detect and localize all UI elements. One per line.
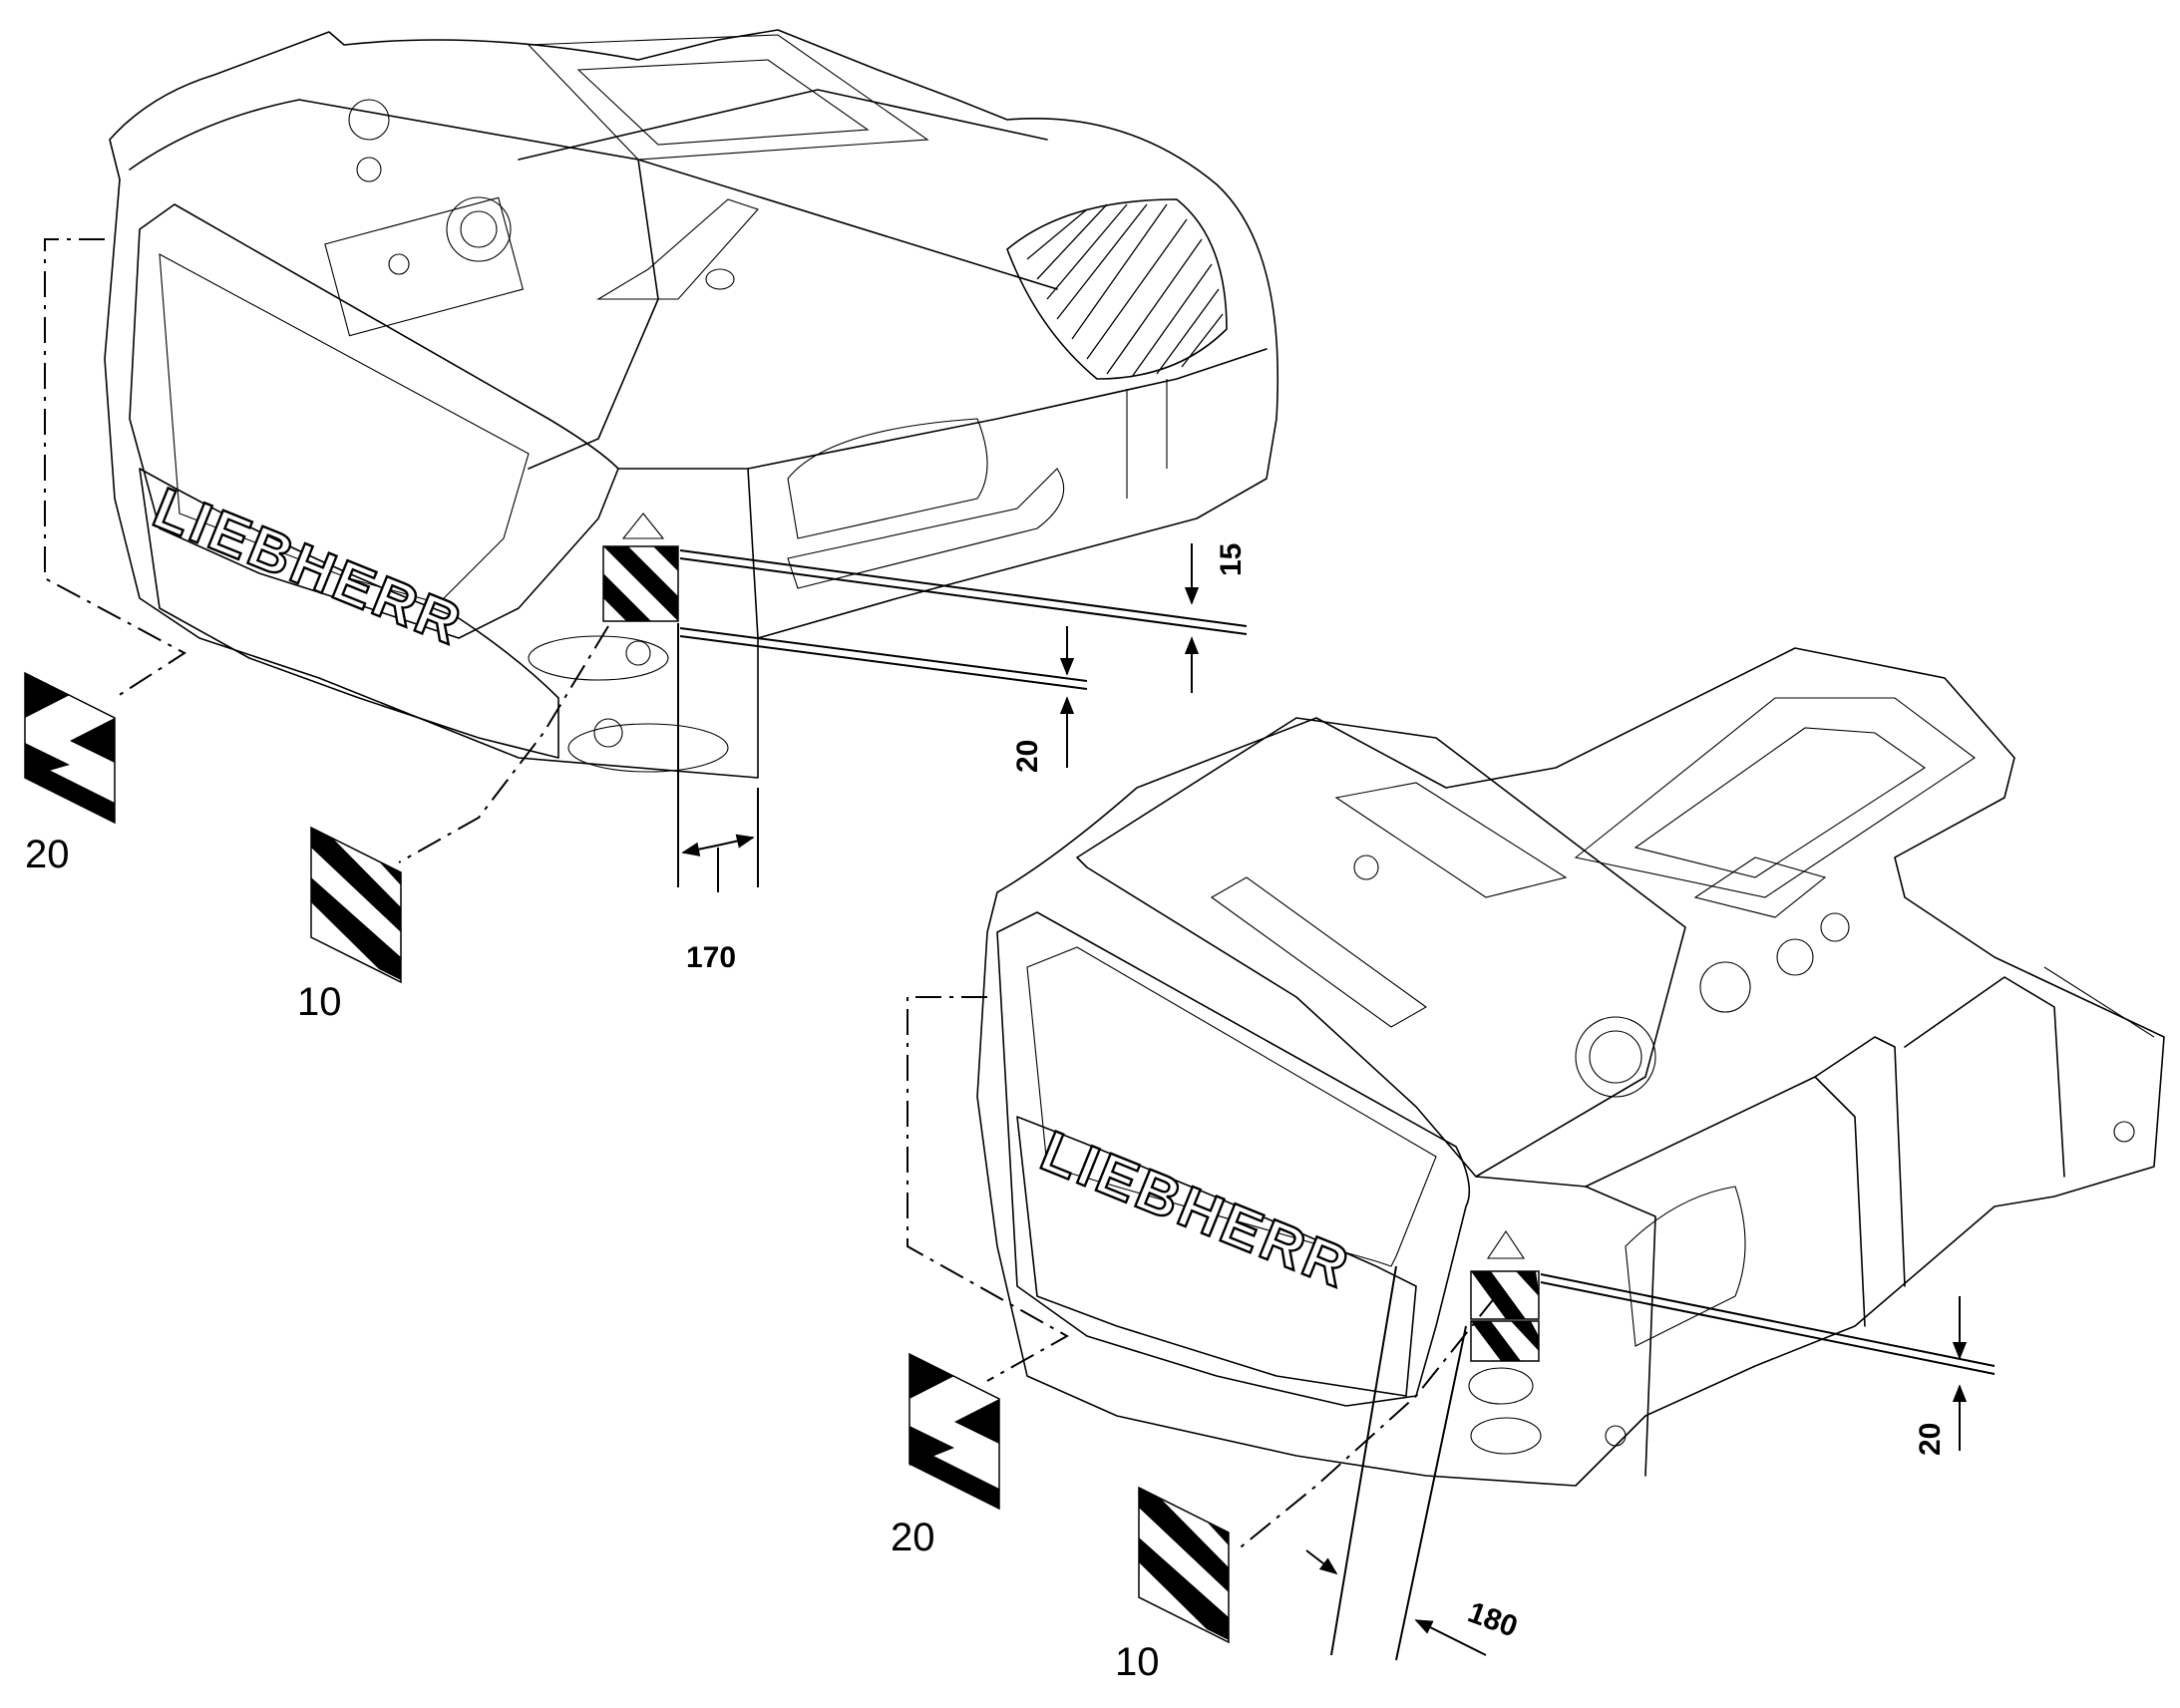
machine-2-mounted-diagonal-plates <box>1470 1270 1540 1362</box>
machine-2-leaders <box>907 996 1497 1551</box>
machine-1-dim-20: 20 <box>1011 740 1044 773</box>
machine-1-diagonal-plate <box>310 826 402 984</box>
machine-1-dimensions: 15 20 170 <box>677 543 1248 974</box>
machine-1-dim-15: 15 <box>1215 543 1248 576</box>
machine-2-chevron-plate <box>908 1352 1000 1511</box>
machine-1-mounted-diagonal-plate <box>602 545 679 622</box>
machine-2-brand-label: LIEBHERR <box>1032 1119 1360 1301</box>
machine-1-counterweight: LIEBHERR <box>104 29 1279 779</box>
machine-2-callout-20: 20 <box>891 1516 935 1559</box>
machine-2-dim-20: 20 <box>1914 1423 1947 1456</box>
machine-1-callout-10: 10 <box>297 980 342 1024</box>
machine-2-callout-10: 10 <box>1115 1640 1160 1684</box>
machine-1-callout-20: 20 <box>25 833 70 876</box>
machine-2-counterweight: LIEBHERR <box>976 647 2165 1487</box>
machine-1-leaders <box>44 238 609 863</box>
machine-2-diagonal-plate <box>1138 1486 1230 1644</box>
machine-1-dim-170: 170 <box>686 941 736 974</box>
machine-1-brand-label: LIEBHERR <box>145 476 473 658</box>
machine-2-dim-180: 180 <box>1464 1596 1522 1644</box>
machine-1-chevron-plate <box>24 671 116 825</box>
